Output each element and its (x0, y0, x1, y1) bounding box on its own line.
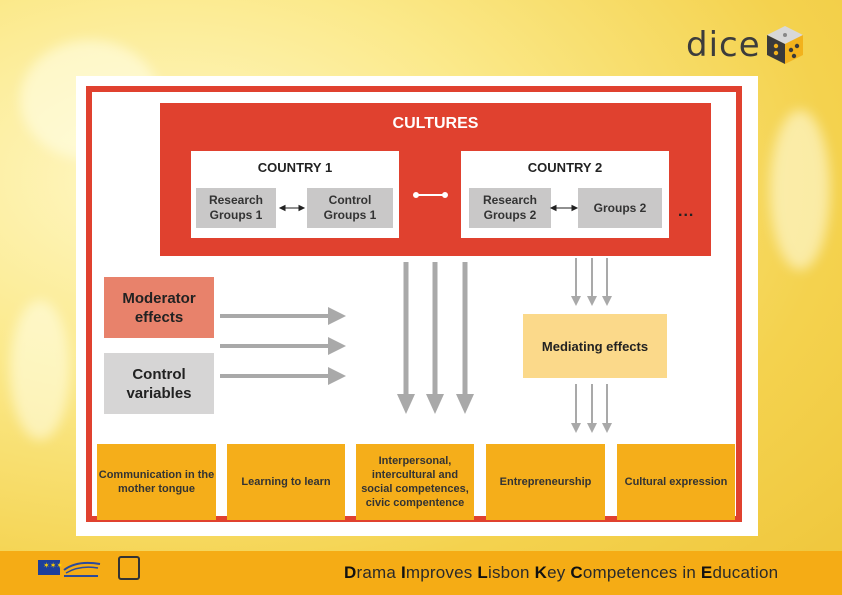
footer-word-ey: ey (547, 563, 571, 582)
background-blur-3 (10, 300, 70, 440)
country-2-title: COUNTRY 2 (527, 160, 603, 175)
mediating-output-arrows (571, 384, 612, 433)
control-groups-1: Control Groups 1 (307, 188, 393, 228)
country-2-box: COUNTRY 2 Research Groups 2 Groups 2 (461, 151, 669, 238)
background-blur-2 (770, 110, 830, 270)
country-connector (413, 192, 448, 198)
footer-word-mproves: mproves (405, 563, 478, 582)
footer-word-isbon: isbon (488, 563, 535, 582)
moderator-arrows (220, 307, 346, 385)
eu-flag-icon: ✶✶✶ (38, 560, 63, 575)
footer-initial-i: I (400, 563, 406, 582)
competence-mother-tongue: Communication in the mother tongue (97, 444, 216, 520)
link-arrow-country2 (549, 204, 579, 212)
research-groups-2: Research Groups 2 (469, 188, 551, 228)
logo-text: dice (686, 25, 761, 65)
main-vertical-arrows (397, 262, 474, 414)
footer-initial-d: D (344, 563, 357, 582)
moderator-effects-box: Moderator effects (104, 277, 214, 338)
dice-cube-icon (766, 26, 803, 64)
footer-initial-c: C (570, 563, 583, 582)
footer-initial-e: E (700, 563, 713, 582)
competence-learning-to-learn: Learning to learn (227, 444, 345, 520)
footer-title: Drama Improves Lisbon Key Competences in… (344, 563, 778, 583)
footer-initial-l: L (477, 563, 488, 582)
competence-cultural-expression: Cultural expression (617, 444, 735, 520)
control-variables-box: Control variables (104, 353, 214, 414)
mediating-effects-box: Mediating effects (523, 314, 667, 378)
research-groups-1: Research Groups 1 (196, 188, 276, 228)
cultures-box: CULTURES COUNTRY 1 Research Groups 1 Con… (160, 103, 711, 256)
link-arrow-country1 (278, 204, 306, 212)
cultures-title: CULTURES (392, 115, 479, 132)
footer-bar: Drama Improves Lisbon Key Competences in… (0, 551, 842, 595)
partner-logo-icon (118, 556, 140, 580)
footer-word-ompetences: ompetences in (582, 563, 701, 582)
competence-entrepreneurship: Entrepreneurship (486, 444, 605, 520)
more-countries-ellipsis: ... (678, 203, 695, 220)
country-1-box: COUNTRY 1 Research Groups 1 Control Grou… (191, 151, 399, 238)
competence-interpersonal: Interpersonal, intercultural and social … (356, 444, 474, 520)
footer-initial-k: K (534, 563, 548, 582)
lifelong-learning-logo-icon (63, 561, 101, 577)
country-1-title: COUNTRY 1 (257, 160, 333, 175)
footer-word-ducation: ducation (712, 563, 779, 582)
mediating-input-arrows (571, 258, 612, 306)
control-groups-2: Groups 2 (578, 188, 662, 228)
dice-logo: dice (686, 22, 805, 68)
footer-word-rama: rama (356, 563, 401, 582)
